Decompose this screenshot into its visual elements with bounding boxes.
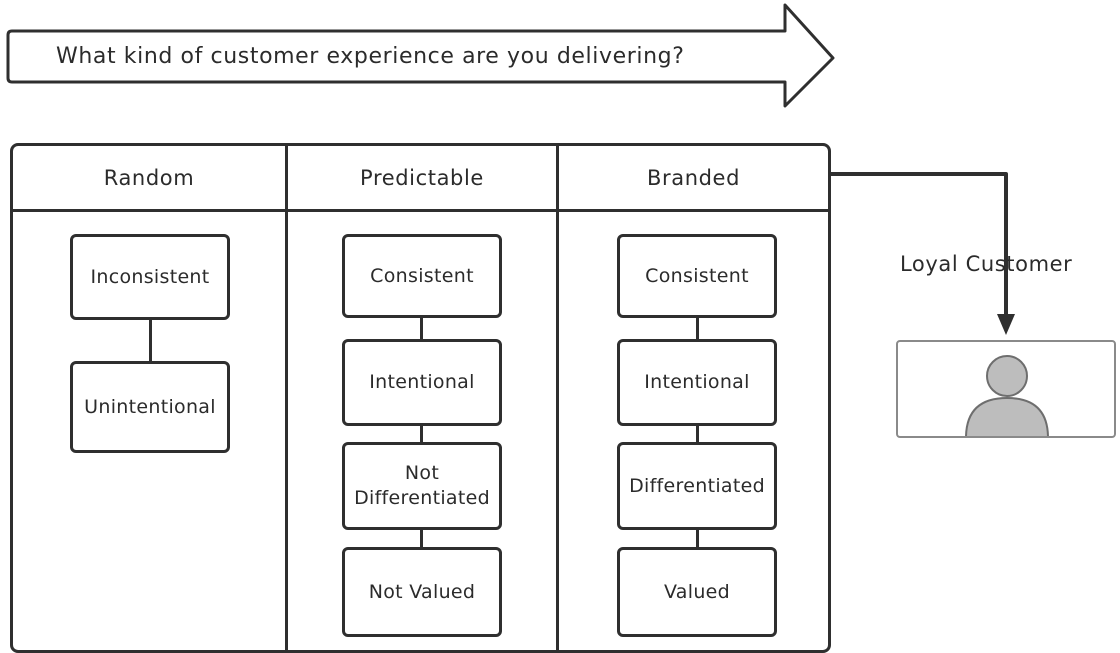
node-valued: Valued — [617, 547, 777, 637]
banner-text: What kind of customer experience are you… — [56, 44, 685, 69]
connector — [149, 316, 152, 364]
node-differentiated: Differentiated — [617, 442, 777, 530]
connector — [696, 424, 699, 444]
node-not-differentiated: Not Differentiated — [342, 442, 502, 530]
node-not-valued: Not Valued — [342, 547, 502, 637]
node-unintentional: Unintentional — [70, 361, 230, 453]
column-divider-2 — [556, 146, 559, 650]
connector — [420, 424, 423, 444]
node-consistent: Consistent — [617, 234, 777, 318]
connector — [696, 316, 699, 346]
node-consistent: Consistent — [342, 234, 502, 318]
column-divider-1 — [285, 146, 288, 650]
person-icon — [965, 355, 1049, 436]
node-intentional: Intentional — [617, 339, 777, 426]
node-intentional: Intentional — [342, 339, 502, 426]
header-divider — [13, 209, 828, 212]
customer-box — [896, 340, 1116, 438]
column-header-predictable: Predictable — [360, 165, 484, 190]
loyal-customer-label: Loyal Customer — [900, 252, 1073, 276]
connector — [420, 316, 423, 346]
connector — [420, 528, 423, 550]
column-header-branded: Branded — [647, 165, 740, 190]
experience-table: Random Predictable Branded Inconsistent … — [10, 143, 831, 653]
node-inconsistent: Inconsistent — [70, 234, 230, 320]
banner-arrow — [6, 3, 835, 108]
column-header-random: Random — [103, 165, 195, 190]
connector — [696, 528, 699, 550]
